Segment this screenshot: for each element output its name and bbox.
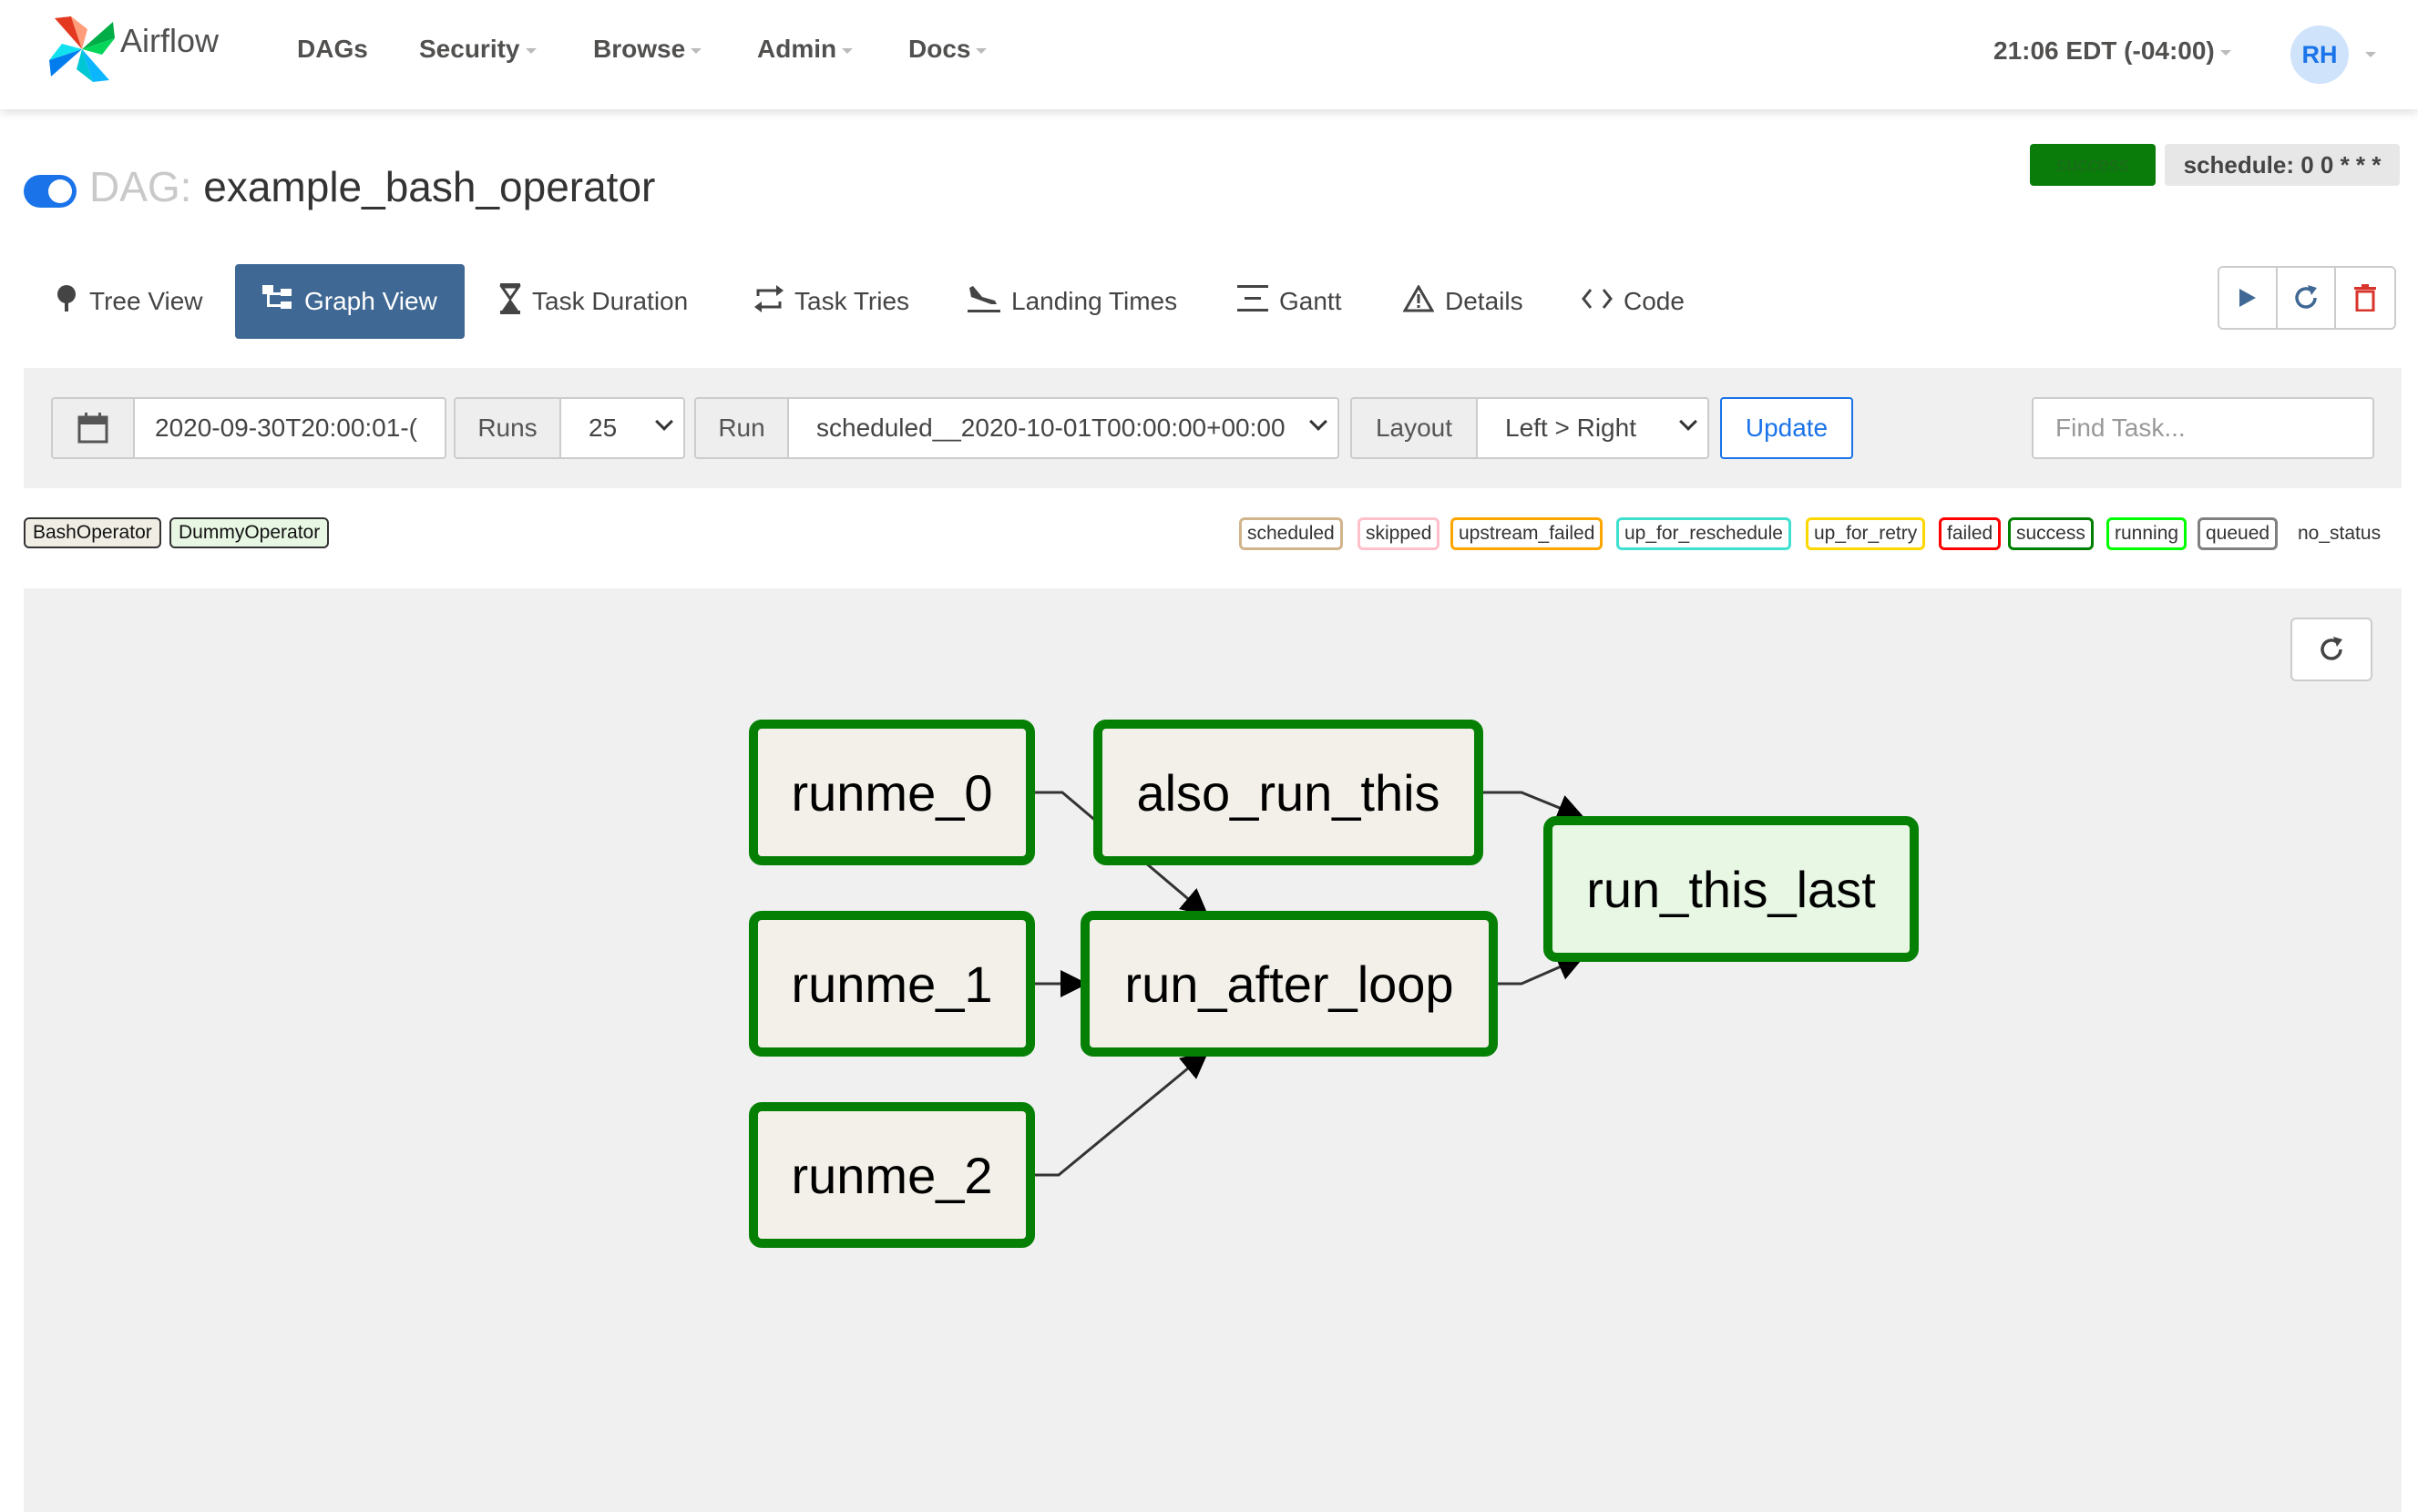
task-node-run-after-loop[interactable]: run_after_loop: [1081, 911, 1498, 1057]
schedule-badge: schedule: 0 0 * * *: [2165, 144, 2400, 186]
hourglass-icon: [499, 282, 521, 321]
nav-security[interactable]: Security: [419, 35, 537, 64]
find-task-input[interactable]: [2032, 397, 2374, 459]
trash-icon: [2354, 284, 2376, 312]
calendar-addon[interactable]: [51, 397, 135, 459]
dag-prefix: DAG:: [89, 163, 192, 210]
brand-name: Airflow: [120, 22, 220, 59]
chevron-down-icon: [655, 413, 673, 431]
state-badge-running[interactable]: running: [2106, 517, 2187, 550]
state-badge-failed[interactable]: failed: [1939, 517, 2002, 550]
state-badge-up-for-retry[interactable]: up_for_retry: [1806, 517, 1926, 550]
tab-task-duration[interactable]: Task Duration: [499, 264, 688, 339]
user-menu-chevron-icon[interactable]: [2365, 52, 2376, 57]
chevron-down-icon: [842, 47, 854, 54]
base-date-input[interactable]: [133, 397, 446, 459]
run-label: Run: [694, 397, 789, 459]
refresh-dag-button[interactable]: [2278, 268, 2336, 328]
tab-landing-times[interactable]: Landing Times: [968, 264, 1177, 339]
graph-controls-bar: Runs 25 Run scheduled__2020-10-01T00:00:…: [24, 368, 2402, 488]
task-node-runme-2[interactable]: runme_2: [749, 1102, 1035, 1248]
state-badge-upstream-failed[interactable]: upstream_failed: [1450, 517, 1603, 550]
refresh-icon: [2295, 285, 2317, 309]
page-title: DAG: example_bash_operator: [89, 162, 655, 211]
refresh-icon: [2321, 637, 2342, 660]
dag-action-buttons: [2218, 266, 2396, 330]
dag-name: example_bash_operator: [203, 163, 656, 210]
tab-task-tries[interactable]: Task Tries: [754, 264, 909, 339]
runs-select[interactable]: 25: [559, 397, 685, 459]
play-icon: [2239, 289, 2256, 307]
chevron-down-icon: [525, 47, 537, 54]
retry-icon: [754, 284, 784, 319]
layout-label: Layout: [1350, 397, 1478, 459]
run-select[interactable]: scheduled__2020-10-01T00:00:00+00:00: [787, 397, 1339, 459]
nav-browse[interactable]: Browse: [593, 35, 702, 64]
state-badge-success[interactable]: success: [2008, 517, 2094, 550]
chevron-down-icon: [691, 47, 702, 54]
state-badge-skipped[interactable]: skipped: [1358, 517, 1440, 550]
runs-label: Runs: [454, 397, 561, 459]
gantt-icon: [1237, 284, 1268, 319]
calendar-icon: [77, 413, 108, 444]
operator-badge-dummy: DummyOperator: [169, 517, 330, 548]
tree-icon: [55, 284, 78, 320]
dag-pause-toggle[interactable]: [24, 175, 77, 208]
graph-icon: [262, 284, 293, 319]
status-badge: success: [2030, 144, 2156, 186]
task-node-runme-1[interactable]: runme_1: [749, 911, 1035, 1057]
warning-icon: [1402, 283, 1435, 319]
tab-graph-view[interactable]: Graph View: [235, 264, 465, 339]
code-icon: [1582, 287, 1613, 317]
tab-tree-view[interactable]: Tree View: [55, 264, 203, 339]
plane-landing-icon: [968, 284, 1000, 320]
task-node-also-run-this[interactable]: also_run_this: [1093, 720, 1483, 865]
update-button[interactable]: Update: [1720, 397, 1853, 459]
layout-select[interactable]: Left > Right: [1476, 397, 1709, 459]
chevron-down-icon: [976, 47, 988, 54]
chevron-down-icon: [2219, 49, 2231, 56]
state-badge-queued[interactable]: queued: [2198, 517, 2279, 550]
operator-badge-bash: BashOperator: [24, 517, 161, 548]
state-badge-up-for-reschedule[interactable]: up_for_reschedule: [1616, 517, 1791, 550]
chevron-down-icon: [1679, 413, 1697, 431]
timezone-clock[interactable]: 21:06 EDT (-04:00): [1993, 36, 2231, 66]
user-avatar[interactable]: RH: [2290, 26, 2349, 84]
airflow-brand[interactable]: Airflow: [47, 15, 219, 84]
graph-refresh-button[interactable]: [2290, 618, 2372, 681]
state-badge-scheduled[interactable]: scheduled: [1239, 517, 1343, 550]
tab-code[interactable]: Code: [1582, 264, 1685, 339]
nav-dags[interactable]: DAGs: [297, 35, 368, 63]
delete-dag-button[interactable]: [2336, 268, 2394, 328]
nav-docs[interactable]: Docs: [908, 35, 988, 64]
tab-gantt[interactable]: Gantt: [1237, 264, 1341, 339]
nav-admin[interactable]: Admin: [757, 35, 854, 64]
top-navbar: Airflow DAGs Security Browse Admin Docs …: [0, 0, 2418, 109]
state-badge-no-status[interactable]: no_status: [2298, 523, 2382, 544]
task-node-runme-0[interactable]: runme_0: [749, 720, 1035, 865]
chevron-down-icon: [1309, 413, 1327, 431]
tab-details[interactable]: Details: [1402, 264, 1523, 339]
airflow-logo-icon: [49, 16, 115, 82]
trigger-dag-button[interactable]: [2219, 268, 2278, 328]
task-node-run-this-last[interactable]: run_this_last: [1543, 816, 1919, 962]
